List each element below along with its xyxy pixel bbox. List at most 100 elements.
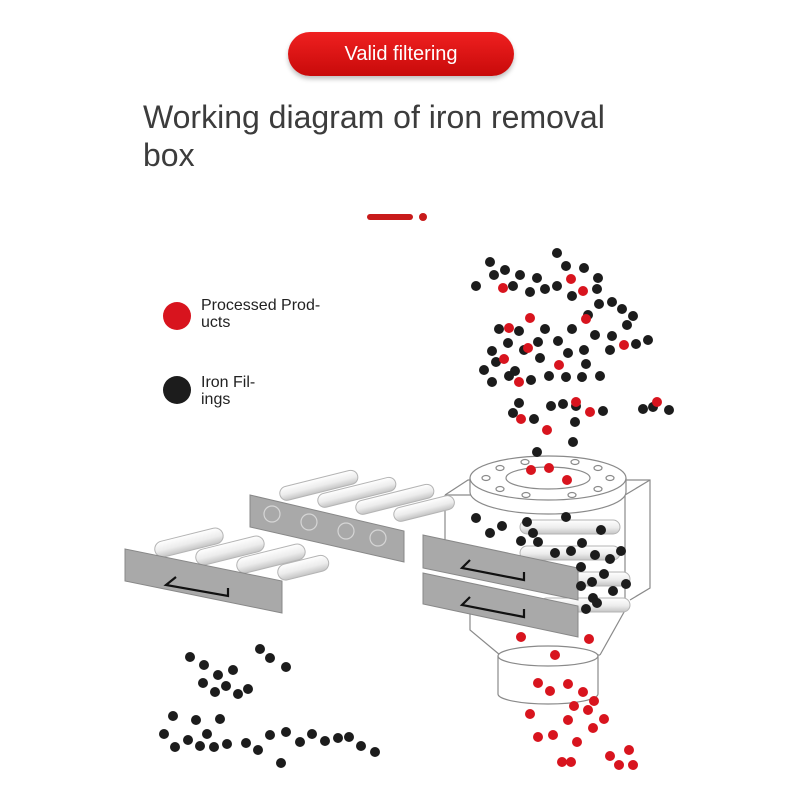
iron-filing-particle [195,741,205,751]
iron-filing-particle [265,730,275,740]
iron-filing-particle [544,371,554,381]
front-drawer-handle-icon [163,576,230,598]
iron-filing-particle [494,324,504,334]
iron-filing-particle [281,662,291,672]
processed-product-particle [599,714,609,724]
iron-filing-particle [159,729,169,739]
iron-filing-particle [215,714,225,724]
iron-filing-particle [540,284,550,294]
iron-filing-particle [599,569,609,579]
iron-filing-particle [253,745,263,755]
iron-filing-particle [552,248,562,258]
iron-filing-particle [265,653,275,663]
processed-product-particle [533,678,543,688]
iron-filing-particle [471,513,481,523]
iron-filing-particle [546,401,556,411]
iron-filing-particle [558,399,568,409]
iron-filing-particle [566,546,576,556]
iron-filing-particle [568,437,578,447]
processed-product-particle [516,414,526,424]
iron-filing-particle [508,408,518,418]
iron-filing-particle [295,737,305,747]
iron-filing-particle [533,537,543,547]
iron-filing-particle [552,281,562,291]
processed-product-particle [557,757,567,767]
iron-filing-particle [617,304,627,314]
iron-filing-particle [628,311,638,321]
iron-filing-particle [581,359,591,369]
iron-filing-particle [533,337,543,347]
particles [159,248,674,770]
processed-product-particle [498,283,508,293]
processed-product-particle [563,715,573,725]
processed-label-line-1: Processed Prod- [201,297,321,314]
iron-filing-particle [593,273,603,283]
iron-filing-particle [621,579,631,589]
iron-filing-particle [587,577,597,587]
iron-filing-particle [185,652,195,662]
processed-product-particle [544,463,554,473]
iron-filing-particle [607,331,617,341]
iron-filing-particle [595,371,605,381]
iron-filing-particle [638,404,648,414]
processed-product-particle [584,634,594,644]
iron-filing-particle [491,357,501,367]
processed-product-particle [624,745,634,755]
iron-filing-particle [563,348,573,358]
iron-filing-particle [170,742,180,752]
iron-filing-particle [577,372,587,382]
iron-filing-particle [605,345,615,355]
iron-filing-particle [522,517,532,527]
processed-product-particle [514,377,524,387]
iron-filing-particle [479,365,489,375]
iron-filing-particle [570,417,580,427]
processed-product-particle [562,475,572,485]
iron-filing-particle [191,715,201,725]
iron-filing-particle [241,738,251,748]
processed-product-particle [525,709,535,719]
iron-filing-particle [579,263,589,273]
iron-filing-particle [514,398,524,408]
housing-drawer-upper [422,534,579,601]
iron-filing-particle [532,273,542,283]
housing-drawer-lower [422,572,579,638]
processed-product-particle [566,757,576,767]
processed-product-particle [550,650,560,660]
processed-product-particle [504,323,514,333]
iron-filing-particle [500,265,510,275]
iron-filing-particle [489,270,499,280]
processed-label-line-2: ucts [201,314,231,331]
iron-filing-particle [485,528,495,538]
front-drawer-plate [124,548,283,614]
processed-product-particle [585,407,595,417]
iron-filing-particle [664,405,674,415]
iron-filing-particle [577,538,587,548]
processed-product-particle [605,751,615,761]
iron-label-line-1: Iron Fil- [201,374,256,391]
processed-product-particle [589,696,599,706]
title-line-1: Working diagram of iron removal [143,99,605,135]
processed-product-particle [566,274,576,284]
processed-product-particle [554,360,564,370]
processed-product-particle [569,701,579,711]
iron-filing-particle [616,546,626,556]
iron-filing-particle [471,281,481,291]
processed-product-particle [619,340,629,350]
top-flange [469,455,627,515]
processed-product-particle [652,397,662,407]
front-drawer-rods [154,527,330,581]
iron-filing-particle [514,326,524,336]
outlet-cylinder [497,645,599,705]
iron-filing-particle [504,371,514,381]
iron-filing-particle [168,711,178,721]
processed-product-particle [583,705,593,715]
iron-filing-particle [320,736,330,746]
iron-filing-particle [209,742,219,752]
processed-product-particle [572,737,582,747]
processed-product-particle [542,425,552,435]
back-drawer-plate [249,494,405,563]
processed-product-particle [588,723,598,733]
iron-label-line-2: ings [201,391,231,408]
iron-filing-particle [508,281,518,291]
